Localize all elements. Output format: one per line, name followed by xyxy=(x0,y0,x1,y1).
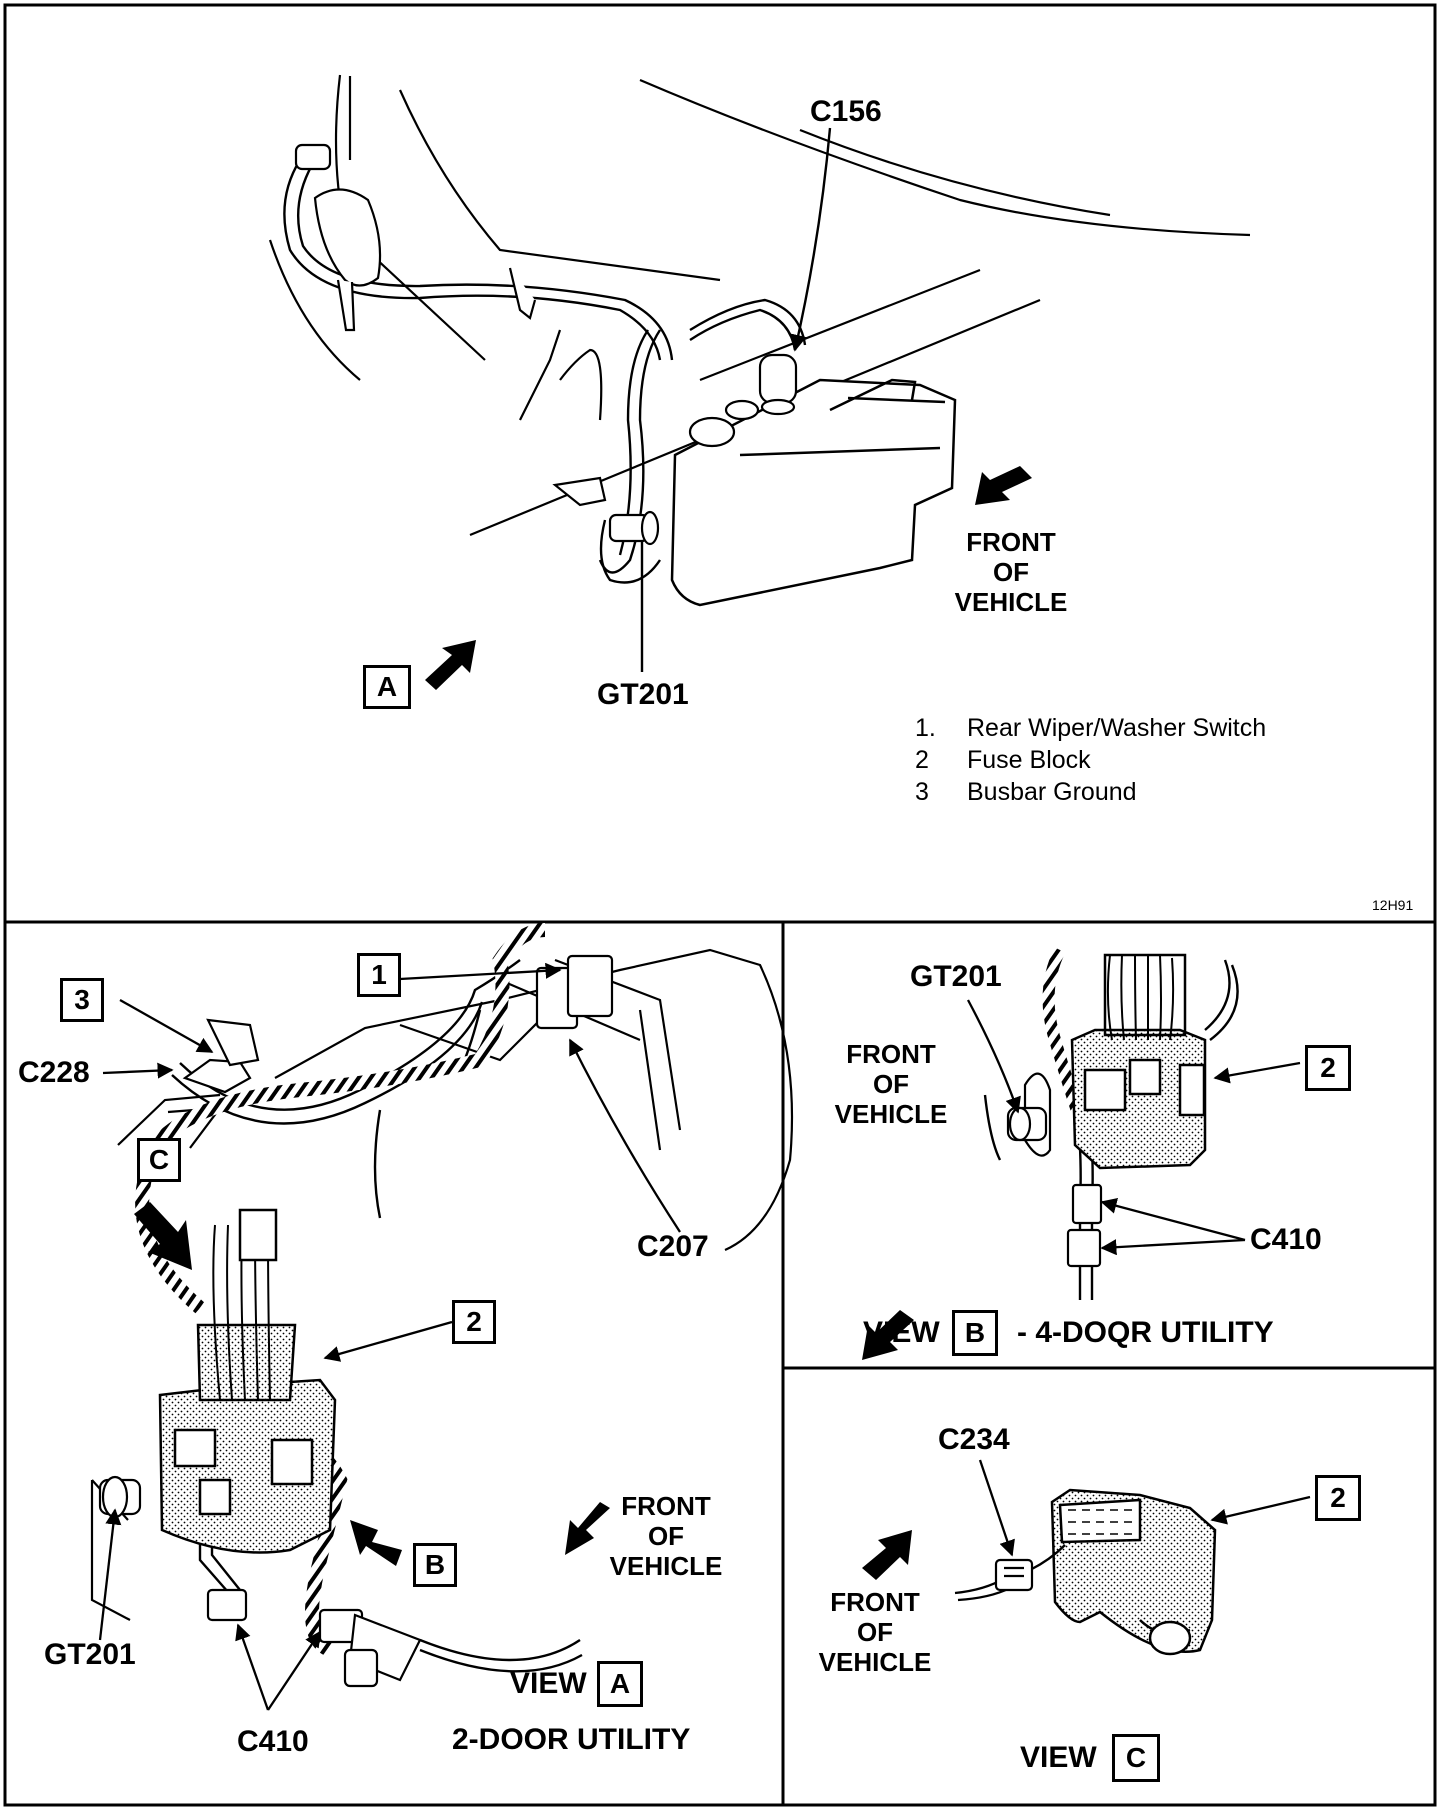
view-c-callout-2-box: 2 xyxy=(1315,1475,1361,1521)
view-a-body-lines xyxy=(90,948,794,1621)
view-c-front-of-vehicle: FRONT OF VEHICLE xyxy=(818,1587,932,1677)
top-view-arrows xyxy=(425,466,1032,690)
callout-2-box: 2 xyxy=(452,1300,496,1344)
gt201-label: GT201 xyxy=(597,678,689,711)
callout-b-box: B xyxy=(413,1543,457,1587)
view-a-title-box: A xyxy=(597,1661,643,1707)
view-b-fuse-block xyxy=(1070,953,1207,1170)
fuse-block-housing xyxy=(670,378,957,607)
legend-item: 1.Rear Wiper/Washer Switch xyxy=(915,714,1267,742)
view-c-fuse-block xyxy=(1050,1488,1217,1656)
view-b-caption: - 4-DOQR UTILITY xyxy=(1017,1316,1274,1349)
top-leaders xyxy=(640,127,832,672)
view-a-title-word: VIEW xyxy=(510,1667,587,1700)
view-b-title-word: VIEW xyxy=(863,1316,940,1349)
view-c-front-arrow xyxy=(862,1530,912,1580)
front-of-vehicle-label: FRONT OF VEHICLE xyxy=(954,527,1068,617)
view-a-marker-box: A xyxy=(363,665,411,709)
view-b-c410-label: C410 xyxy=(1250,1223,1322,1256)
view-a-leaders xyxy=(98,962,681,1711)
panel-frames xyxy=(3,3,1437,1807)
c156-label: C156 xyxy=(810,95,882,128)
c234-label: C234 xyxy=(938,1423,1010,1456)
view-c-title-word: VIEW xyxy=(1020,1741,1097,1774)
view-a-gt201-label: GT201 xyxy=(44,1638,136,1671)
top-harness xyxy=(283,159,807,584)
view-c-leaders xyxy=(978,1459,1311,1557)
callout-1-box: 1 xyxy=(357,953,401,997)
callout-3-box: 3 xyxy=(60,978,104,1022)
view-a-caption: 2-DOOR UTILITY xyxy=(452,1723,691,1756)
view-a-c410-label: C410 xyxy=(237,1725,309,1758)
view-b-front-arrow xyxy=(862,1310,914,1360)
view-a-direction-arrows xyxy=(134,1202,610,1566)
view-a-fuse-block xyxy=(158,1208,337,1554)
view-c-title-box: C xyxy=(1112,1734,1160,1782)
c228-label: C228 xyxy=(18,1056,90,1089)
view-c-connector xyxy=(994,1558,1034,1592)
view-b-title-box: B xyxy=(952,1310,998,1356)
view-a-connectors xyxy=(98,954,614,1688)
view-b-gt201-label: GT201 xyxy=(910,960,1002,993)
view-b-leaders xyxy=(966,999,1301,1256)
view-b-connectors xyxy=(1006,1072,1103,1268)
top-fixtures xyxy=(294,143,798,546)
top-body-panel-lines xyxy=(268,74,1251,537)
view-b-front-of-vehicle: FRONT OF VEHICLE xyxy=(834,1039,948,1129)
view-a-front-of-vehicle: FRONT OF VEHICLE xyxy=(609,1491,723,1581)
view-b-callout-2-box: 2 xyxy=(1305,1045,1351,1091)
figure-code: 12H91 xyxy=(1372,897,1414,913)
callout-c-box: C xyxy=(137,1138,181,1182)
c207-label: C207 xyxy=(637,1230,709,1263)
